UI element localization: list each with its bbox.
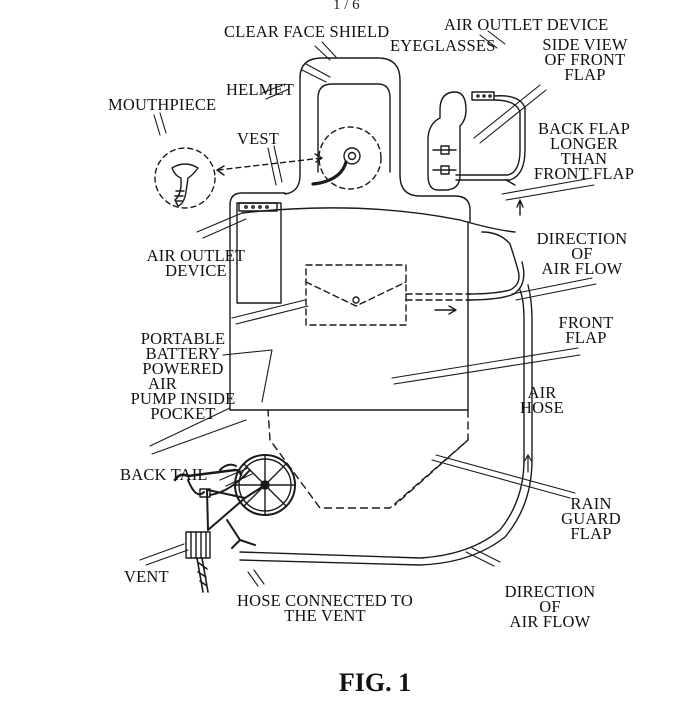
mouthpiece [172, 164, 198, 206]
rain-guard-flap-outline [268, 410, 468, 508]
leader-lines [140, 31, 596, 586]
pocket [306, 265, 406, 325]
label-hose-connected-to-vent: HOSE CONNECTED TO THE VENT [218, 593, 432, 623]
label-eyeglasses: EYEGLASSES [390, 38, 496, 53]
label-air-outlet-device-left: AIR OUTLET DEVICE [132, 248, 260, 278]
label-direction-air-flow-bottom: DIRECTION OF AIR FLOW [492, 584, 608, 629]
air-hose [240, 290, 524, 558]
label-front-flap: FRONT FLAP [546, 315, 626, 345]
figure-label: FIG. 1 [0, 668, 700, 698]
label-vent: VENT [124, 569, 169, 584]
label-portable-battery-pump: PORTABLE BATTERY POWERED AIR PUMP INSIDE… [118, 331, 248, 421]
label-direction-air-flow-top: DIRECTION OF AIR FLOW [522, 231, 642, 276]
label-vest: VEST [237, 131, 279, 146]
label-back-tail: BACK TAIL [120, 467, 208, 482]
label-back-flap: BACK FLAP LONGER THAN FRONT FLAP [522, 121, 646, 181]
label-helmet: HELMET [226, 82, 294, 97]
mouthpiece-circle [155, 148, 215, 208]
helmet-outline [300, 58, 440, 196]
label-side-view-front-flap: SIDE VIEW OF FRONT FLAP [530, 37, 640, 82]
label-mouthpiece: MOUTHPIECE [108, 97, 216, 112]
label-rain-guard-flap: RAIN GUARD FLAP [548, 496, 634, 541]
helmet-lower-edge [285, 175, 300, 194]
label-air-hose: AIR HOSE [512, 385, 572, 415]
label-air-outlet-device-top: AIR OUTLET DEVICE [444, 17, 608, 32]
label-clear-face-shield: CLEAR FACE SHIELD [224, 24, 389, 39]
